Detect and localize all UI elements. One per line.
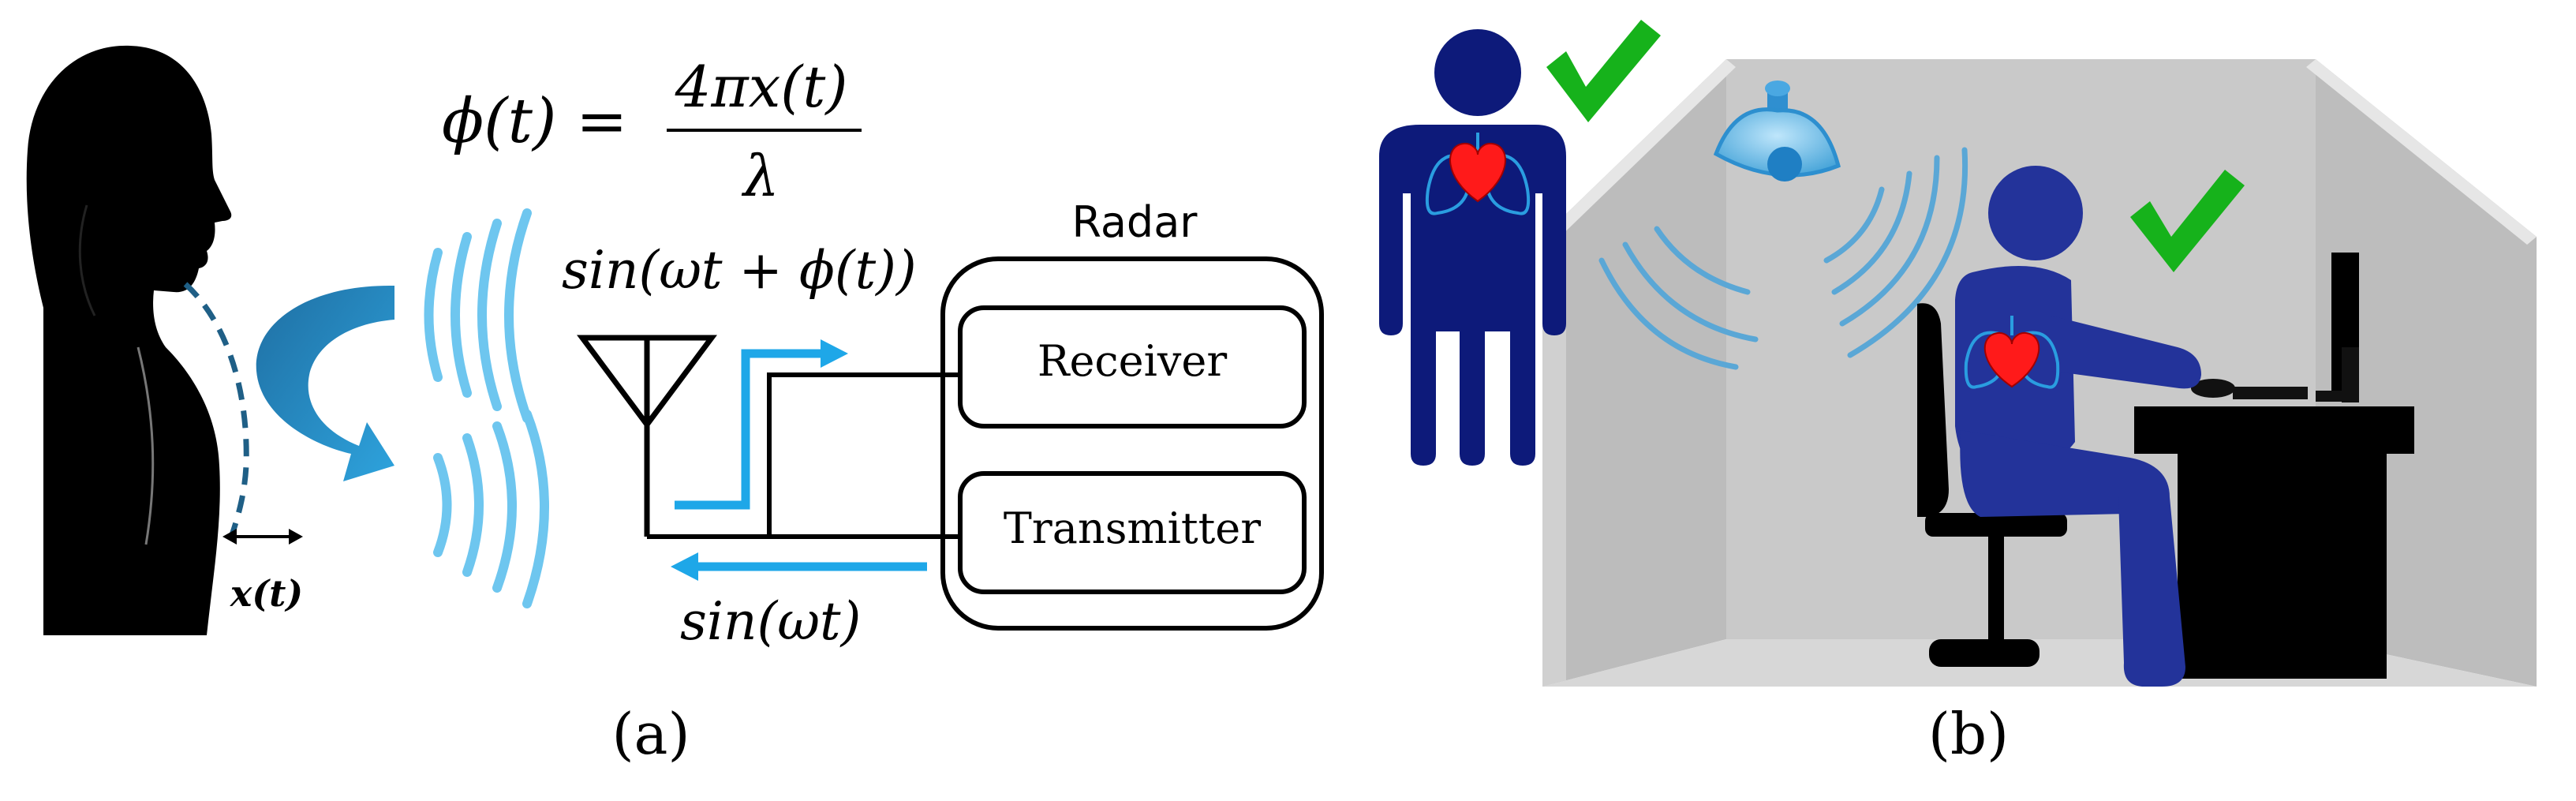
checkmark-icon	[1546, 20, 1661, 122]
person-silhouette-icon	[26, 45, 232, 635]
chair-icon	[1917, 303, 2067, 667]
seated-checkmark-icon	[2130, 170, 2245, 272]
radar-wiring	[647, 372, 959, 539]
receive-signal-arrow	[675, 339, 848, 510]
radar-box	[940, 256, 1324, 631]
transmitted-signal-label: sin(ωt)	[680, 591, 861, 652]
seated-heart-icon	[1983, 331, 2040, 388]
transmitter-box	[958, 471, 1307, 594]
equation-lhs: ϕ(t) =	[442, 86, 628, 157]
receiver-box	[958, 305, 1307, 429]
chest-displacement-dashed-curve	[183, 282, 249, 546]
panel-b: (b)	[1379, 20, 2537, 767]
heart-icon	[1449, 142, 1506, 203]
displacement-double-arrow	[222, 529, 303, 545]
keyboard-icon	[2233, 387, 2308, 399]
standing-person-icon	[1379, 29, 1566, 466]
panel-a: x(t) ϕ(t) = 4πx(t) λ sin(ωt + ϕ(t))	[26, 45, 1324, 767]
reflection-arrow	[256, 285, 394, 481]
cubicle-left-wall	[1542, 59, 1726, 687]
equation-denominator: λ	[741, 143, 780, 209]
receiver-label: Receiver	[1038, 336, 1228, 386]
mouse-icon	[2191, 379, 2235, 398]
radar-label: Radar	[1072, 197, 1198, 247]
ceiling-radar-icon	[1713, 80, 1841, 182]
phase-equation: ϕ(t) = 4πx(t) λ	[442, 54, 862, 209]
outgoing-radio-waves	[433, 410, 549, 608]
displacement-label: x(t)	[230, 572, 303, 615]
transmit-signal-arrow	[671, 552, 927, 581]
transmitter-label: Transmitter	[1004, 503, 1261, 553]
panel-b-caption: (b)	[1928, 701, 2009, 767]
cubicle-radio-waves	[1598, 147, 1968, 370]
antenna-icon	[577, 335, 717, 537]
monitor-icon	[2316, 253, 2359, 402]
panel-a-caption: (a)	[611, 701, 690, 767]
incoming-radio-waves	[424, 208, 532, 423]
desk-icon	[2134, 406, 2414, 679]
received-signal-label: sin(ωt + ϕ(t))	[562, 240, 917, 301]
equation-numerator: 4πx(t)	[675, 54, 848, 120]
